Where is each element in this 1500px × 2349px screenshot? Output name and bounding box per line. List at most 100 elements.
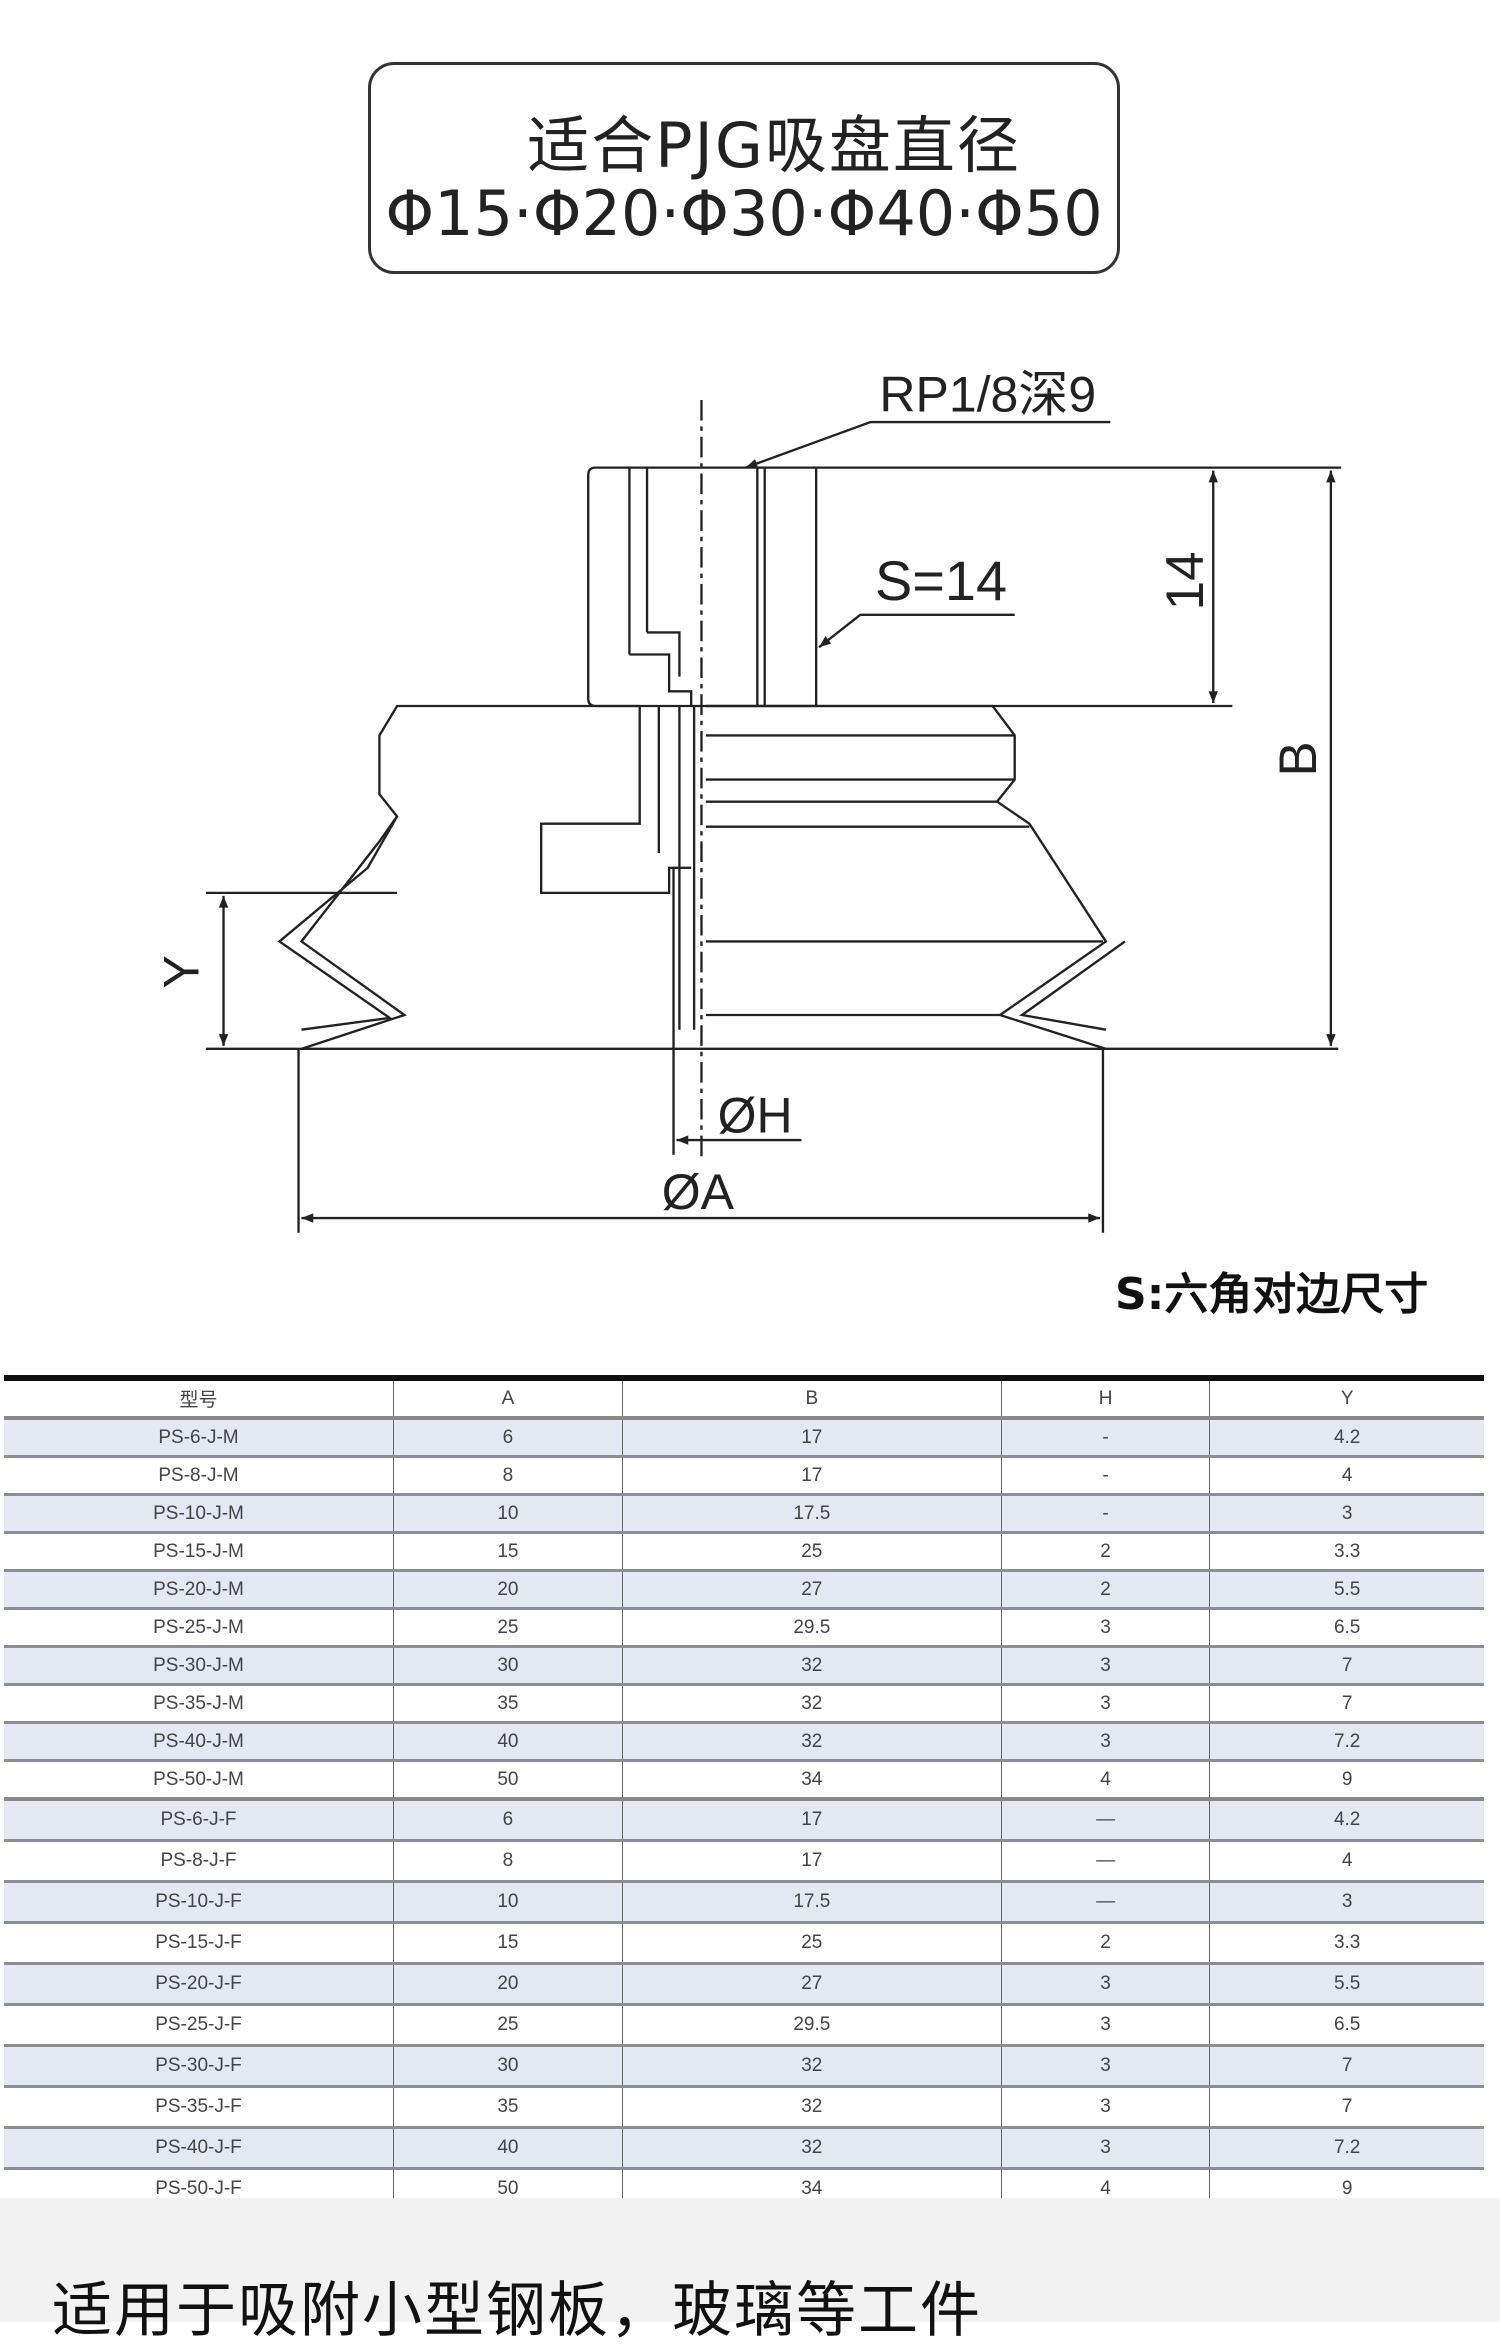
table-cell: 4 [1000, 1760, 1210, 1801]
table-cell: PS-6-J-F [4, 1797, 394, 1842]
hex-note: S:六角对边尺寸 [1115, 1269, 1429, 1320]
table-cell: PS-20-J-M [4, 1570, 394, 1610]
table-cell: 25 [393, 1608, 623, 1648]
dim-h-label: ØH [718, 1088, 793, 1144]
table-cell: 3 [1000, 2127, 1210, 2170]
table-cell: 6 [393, 1418, 623, 1458]
table-header: 型号 A B H Y [4, 1378, 1484, 1420]
table-cell: 7 [1209, 1646, 1484, 1686]
table-cell: PS-6-J-M [4, 1418, 394, 1458]
table-cell: 15 [393, 1922, 623, 1965]
col-b: B [621, 1378, 1002, 1420]
table-cell: 3 [1000, 2045, 1210, 2088]
table-cell: PS-35-J-F [4, 2086, 394, 2129]
table-cell: 7.2 [1209, 1722, 1484, 1762]
table-cell: 2 [1000, 1922, 1210, 1965]
table-cell: 3 [1000, 1608, 1210, 1648]
col-y: Y [1209, 1378, 1484, 1420]
table-cell: 25 [621, 1922, 1002, 1965]
table-cell: 29.5 [621, 1608, 1002, 1648]
table-cell: 4 [1209, 1456, 1484, 1496]
table-cell: PS-8-J-M [4, 1456, 394, 1496]
table-cell: 17 [621, 1418, 1002, 1458]
table-cell: 4.2 [1209, 1797, 1484, 1842]
table-cell: 17.5 [621, 1881, 1002, 1924]
table-cell: 30 [393, 1646, 623, 1686]
col-a: A [393, 1378, 623, 1420]
table-cell: 20 [393, 1570, 623, 1610]
table-cell: 25 [621, 1532, 1002, 1572]
table-cell: 27 [621, 1963, 1002, 2006]
table-cell: 9 [1209, 1760, 1484, 1801]
hex-label: S=14 [875, 549, 1007, 612]
table-cell: 3 [1000, 2086, 1210, 2129]
table-cell: 32 [621, 2045, 1002, 2088]
table-cell: 3 [1000, 1963, 1210, 2006]
hex-leader [818, 613, 1015, 649]
table-cell: 3.3 [1209, 1922, 1484, 1965]
title: 适合PJG吸盘直径 [527, 109, 1021, 182]
table-cell: 32 [621, 2086, 1002, 2129]
table-cell: 32 [621, 2127, 1002, 2170]
table-cell: 20 [393, 1963, 623, 2006]
table-cell: 6 [393, 1797, 623, 1842]
table-cell: — [1000, 1797, 1210, 1842]
col-model: 型号 [4, 1378, 394, 1420]
table-cell: 7 [1209, 2086, 1484, 2129]
table-cell: PS-25-J-M [4, 1608, 394, 1648]
table-cell: 3 [1000, 2004, 1210, 2047]
table-cell: 10 [393, 1494, 623, 1534]
table-cell: 3 [1000, 1646, 1210, 1686]
table-cell: 3 [1000, 1684, 1210, 1724]
table-cell: PS-20-J-F [4, 1963, 394, 2006]
table-cell: 30 [393, 2045, 623, 2088]
table-cell: PS-10-J-F [4, 1881, 394, 1924]
table-cell: 3 [1209, 1881, 1484, 1924]
table-cell: 27 [621, 1570, 1002, 1610]
table-cell: 35 [393, 1684, 623, 1724]
table-cell: 25 [393, 2004, 623, 2047]
table-cell: 3 [1209, 1494, 1484, 1534]
table-cell: PS-30-J-F [4, 2045, 394, 2088]
table-cell: 35 [393, 2086, 623, 2129]
table-cell: PS-40-J-M [4, 1722, 394, 1762]
table-cell: 32 [621, 1646, 1002, 1686]
table-cell: — [1000, 1840, 1210, 1883]
table-cell: 2 [1000, 1532, 1210, 1572]
diameters: Φ15·Φ20·Φ30·Φ40·Φ50 [385, 177, 1103, 250]
table-cell: PS-30-J-M [4, 1646, 394, 1686]
table-cell: PS-25-J-F [4, 2004, 394, 2047]
table-cell: 7 [1209, 1684, 1484, 1724]
table-cell: 17 [621, 1840, 1002, 1883]
thread-leader [745, 420, 1111, 469]
title-box: 适合PJG吸盘直径 Φ15·Φ20·Φ30·Φ40·Φ50 [368, 62, 1120, 274]
table-cell: 4 [1209, 1840, 1484, 1883]
dim-b-label: B [1269, 741, 1328, 776]
table-cell: PS-50-J-M [4, 1760, 394, 1801]
table-cell: - [1000, 1418, 1210, 1458]
table-cell: PS-40-J-F [4, 2127, 394, 2170]
table-cell: PS-10-J-M [4, 1494, 394, 1534]
table-cell: 17 [621, 1797, 1002, 1842]
table-cell: 6.5 [1209, 2004, 1484, 2047]
table-cell: 5.5 [1209, 1963, 1484, 2006]
table-cell: 40 [393, 2127, 623, 2170]
table-cell: 17.5 [621, 1494, 1002, 1534]
table-cell: 8 [393, 1456, 623, 1496]
suction-cup-body [299, 704, 640, 1050]
